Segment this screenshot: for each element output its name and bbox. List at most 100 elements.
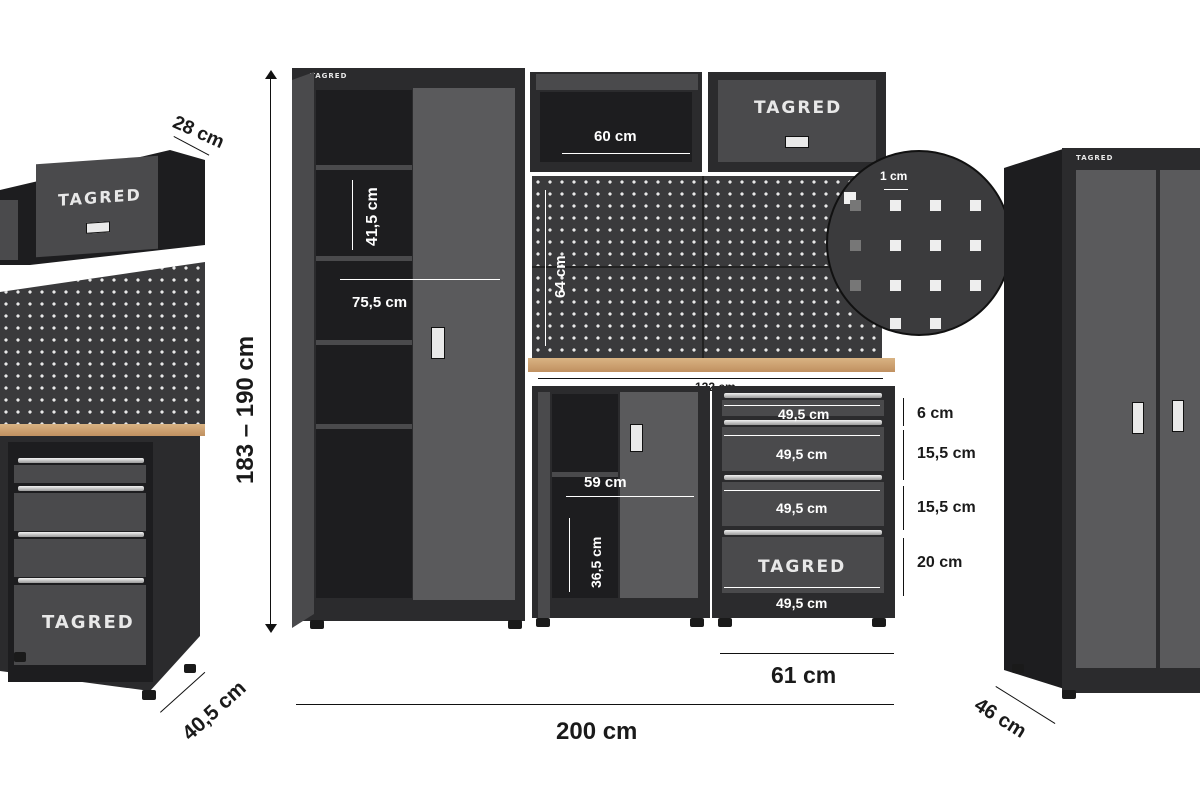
left-foot-1 <box>14 652 26 662</box>
left-foot-2 <box>142 690 156 700</box>
zoom-hole-r2c4 <box>970 240 981 251</box>
small-shelf <box>552 472 618 477</box>
dim-height-line <box>270 72 271 630</box>
tall-door-handle <box>431 327 445 359</box>
tall-shelf-4 <box>316 424 412 429</box>
dim-drawer-width-2: 49,5 cm <box>776 446 828 462</box>
dim-depth-bottom-line <box>160 671 206 713</box>
small-left-door-open <box>538 392 550 618</box>
small-foot-1 <box>536 618 550 627</box>
dim-drawer-unit-line <box>720 653 894 654</box>
drawer-2 <box>722 427 884 471</box>
drawer-foot-1 <box>718 618 732 627</box>
dim-small-height-line <box>569 518 570 592</box>
left-foot-3 <box>184 664 196 673</box>
right-cabinet-logo: TAGRED <box>1076 154 1114 162</box>
dim-depth-top: 28 cm <box>169 112 228 154</box>
drawer-bar-1 <box>724 393 882 398</box>
right-foot-1 <box>1012 664 1024 673</box>
left-drawer-bar-4 <box>18 578 144 583</box>
dim-wall-cab-width: 60 cm <box>594 128 637 145</box>
dim-tall-inner-width: 75,5 cm <box>352 294 408 311</box>
dim-drawer-h-4: 20 cm <box>917 554 963 571</box>
right-foot-2 <box>1062 690 1076 699</box>
left-drawer-2 <box>14 493 146 531</box>
dim-width-total-line <box>296 704 894 705</box>
dim-drawer-unit-width: 61 cm <box>771 662 837 688</box>
right-door-left <box>1076 170 1156 668</box>
dim-drawer-2-line <box>724 435 880 436</box>
dim-drawer-width-4: 49,5 cm <box>776 595 828 611</box>
dim-drawer-width-3: 49,5 cm <box>776 500 828 516</box>
dim-small-cab-height: 36,5 cm <box>588 536 604 588</box>
wall-cabinet-handle <box>785 136 809 148</box>
zoom-circle: 1 cm <box>826 150 1012 336</box>
main-worktop <box>528 358 895 372</box>
zoom-hole-r1c4 <box>970 200 981 211</box>
right-door-handle-2 <box>1172 400 1184 432</box>
dim-worktop-line <box>538 378 883 379</box>
zoom-spacing-line <box>884 189 908 190</box>
main-pegboard-divider-h <box>532 266 882 268</box>
left-drawer-bar-1 <box>18 458 144 463</box>
dim-small-width-line <box>566 496 694 497</box>
dim-height-arrow-bottom <box>265 624 277 633</box>
drawer-3 <box>722 482 884 526</box>
left-wall-cabinet-door-2 <box>0 200 18 260</box>
dim-drawer-4-line <box>724 587 880 588</box>
dim-width-total: 200 cm <box>556 718 638 745</box>
dim-wall-cab-line <box>562 153 690 154</box>
zoom-hole-r3c2 <box>890 280 901 291</box>
dim-dh1-line <box>903 398 904 426</box>
drawer-bar-3 <box>724 475 882 480</box>
zoom-hole-r1c2 <box>890 200 901 211</box>
tall-right-door <box>413 88 515 600</box>
dim-dh4-line <box>903 538 904 596</box>
small-right-door <box>620 392 698 598</box>
left-wall-handle <box>86 221 110 234</box>
drawer-unit-logo: TAGRED <box>758 557 847 577</box>
left-pegboard <box>0 262 205 430</box>
tall-shelf-3 <box>316 340 412 345</box>
dim-tall-shelf-line <box>352 180 353 250</box>
wall-cabinet-logo: TAGRED <box>754 98 843 118</box>
drawer-foot-2 <box>872 618 886 627</box>
small-foot-2 <box>690 618 704 627</box>
dim-dh2-line <box>903 430 904 480</box>
tall-shelf-2 <box>316 256 412 261</box>
dim-tall-width-line <box>340 279 500 280</box>
zoom-hole-r2c1 <box>850 240 861 251</box>
dim-pegboard-line <box>545 190 546 346</box>
drawer-1 <box>722 400 884 416</box>
zoom-hole-spacing: 1 cm <box>880 169 908 183</box>
dim-small-cab-width: 59 cm <box>584 474 627 491</box>
dim-drawer-h-1: 6 cm <box>917 405 954 422</box>
left-drawer-1 <box>14 465 146 483</box>
tall-shelf-1 <box>316 165 412 170</box>
left-drawer-bar-3 <box>18 532 144 537</box>
drawer-bar-2 <box>724 420 882 425</box>
wall-cabinet-interior <box>540 92 692 162</box>
tall-foot-2 <box>508 620 522 629</box>
zoom-hole-r1c1 <box>850 200 861 211</box>
wall-cabinet-flap <box>536 74 698 90</box>
zoom-hole-r2c2 <box>890 240 901 251</box>
drawer-4 <box>722 537 884 593</box>
zoom-hole-grid <box>844 192 1004 322</box>
zoom-hole-r4c2 <box>890 318 901 329</box>
zoom-hole-r3c1 <box>850 280 861 291</box>
dim-drawer-h-3: 15,5 cm <box>917 499 976 516</box>
dim-drawer-1-line <box>724 405 880 406</box>
tall-foot-1 <box>310 620 324 629</box>
left-drawer-bar-2 <box>18 486 144 491</box>
zoom-hole-r3c4 <box>970 280 981 291</box>
dim-drawer-h-2: 15,5 cm <box>917 445 976 462</box>
wall-cabinet-closed-door <box>718 80 876 162</box>
dim-pegboard-height: 64 cm <box>552 255 569 298</box>
dim-height-total: 183 – 190 cm <box>232 335 259 484</box>
zoom-hole-r1c3 <box>930 200 941 211</box>
dim-dh3-line <box>903 486 904 530</box>
zoom-hole-r4c3 <box>930 318 941 329</box>
right-door-handle-1 <box>1132 402 1144 434</box>
dim-tall-shelf-height: 41,5 cm <box>364 187 381 246</box>
